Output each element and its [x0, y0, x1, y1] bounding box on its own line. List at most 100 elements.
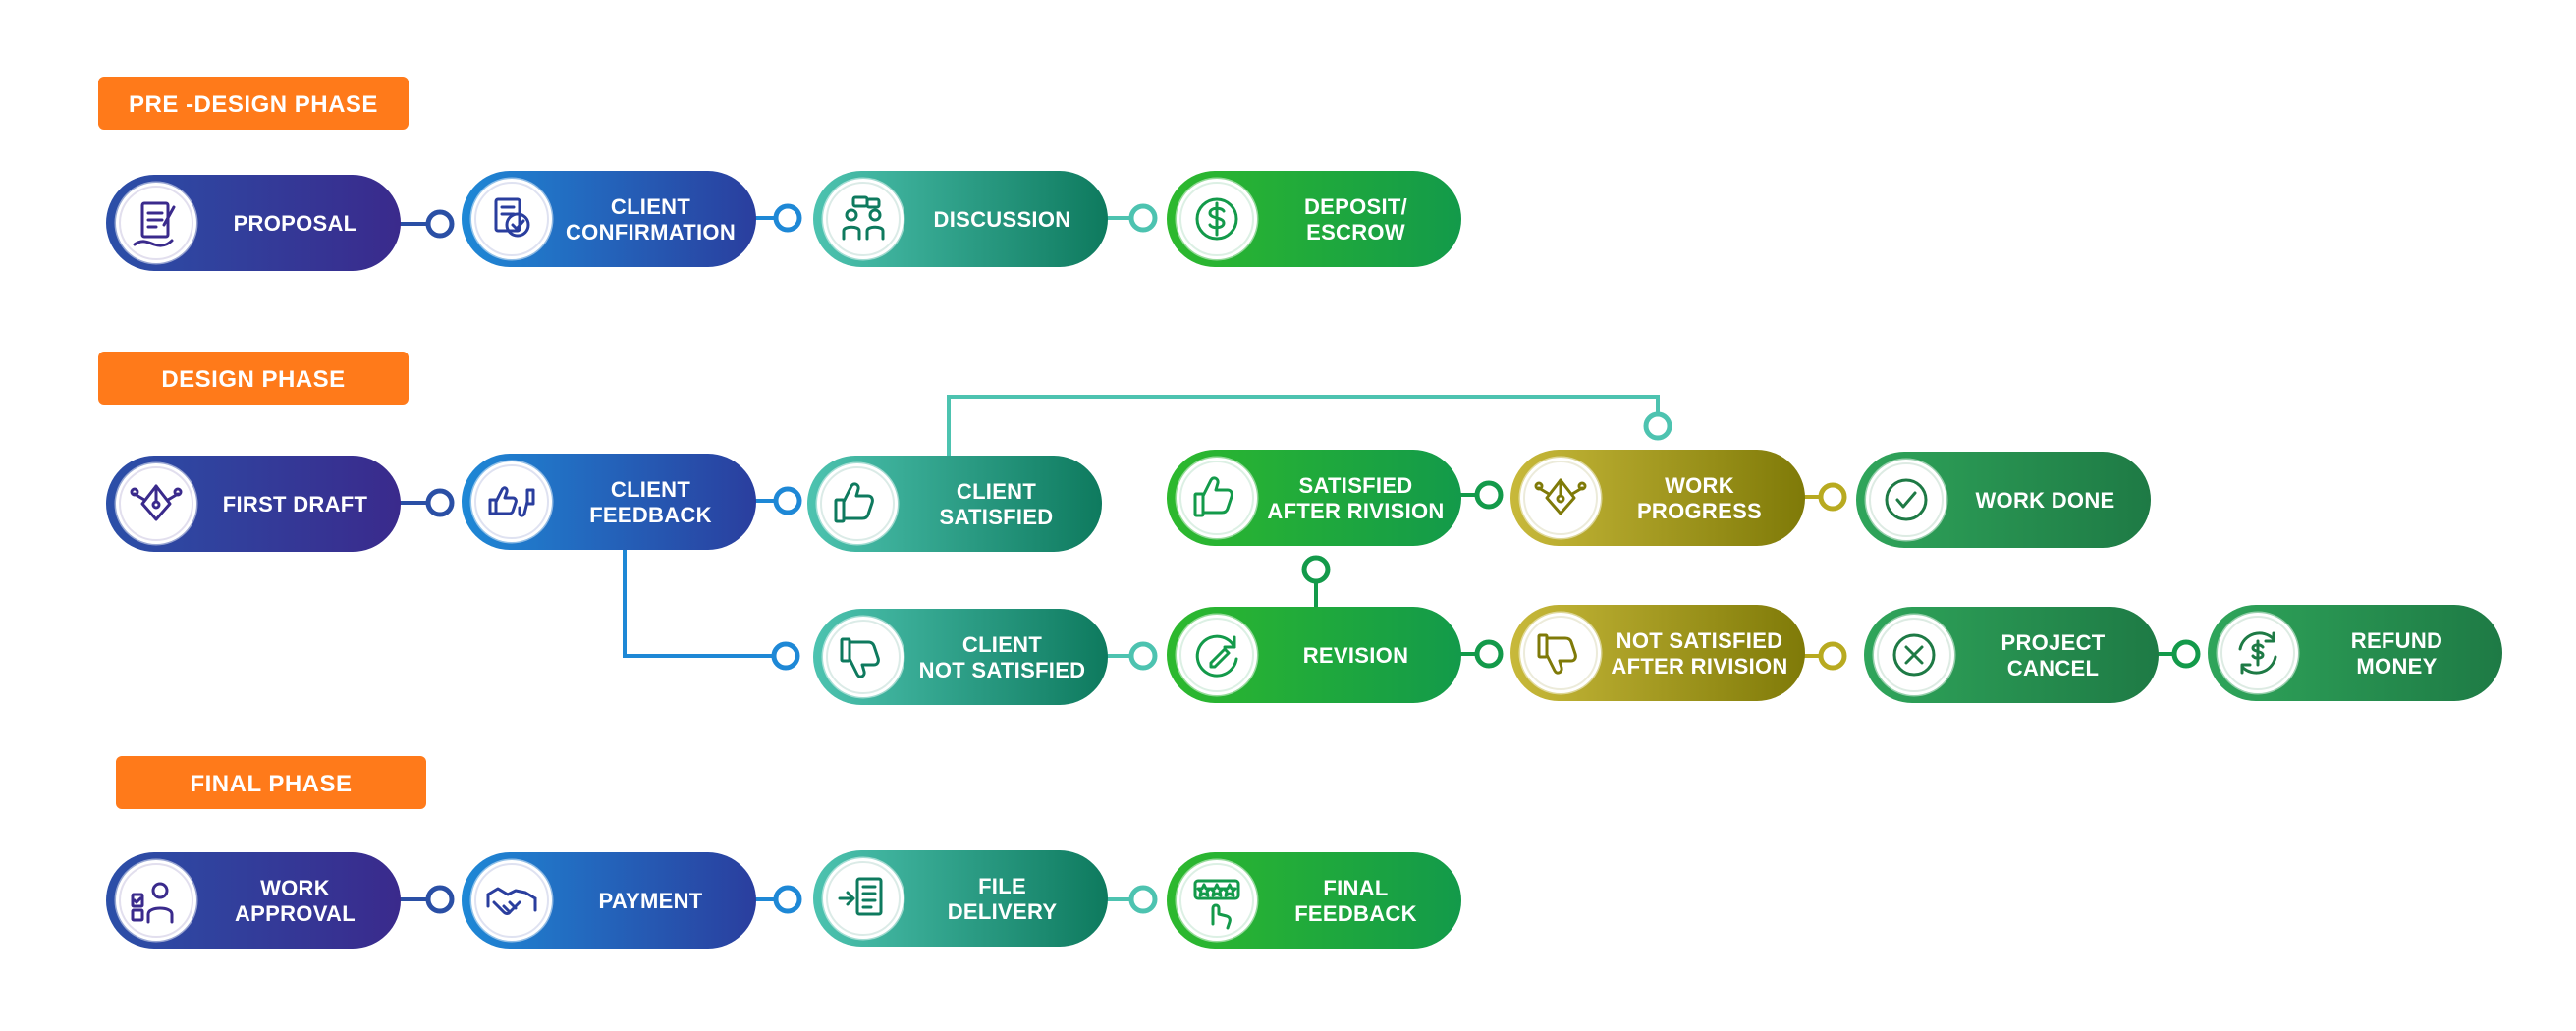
- pen-nib-icon: [1534, 478, 1587, 516]
- connector-node: [2171, 639, 2201, 669]
- step-payment: PAYMENT: [462, 852, 756, 949]
- step-label-line: PROPOSAL: [234, 211, 357, 236]
- approval-person-icon: [131, 882, 174, 924]
- refund-dollar-icon: [2238, 631, 2277, 675]
- step-label-line: FIRST DRAFT: [223, 492, 368, 516]
- icon-badge-ring: [826, 620, 901, 694]
- icon-badge-ring: [119, 466, 193, 541]
- icon-badge-ring: [1869, 462, 1944, 537]
- thumbs-up-icon: [1193, 476, 1233, 517]
- phase-label-text: PRE -DESIGN PHASE: [129, 91, 378, 118]
- step-label-line: DEPOSIT/: [1304, 194, 1407, 219]
- icon-badge-ring: [474, 182, 549, 256]
- phase-label-background: [98, 352, 409, 405]
- step-label-line: DELIVERY: [948, 899, 1058, 924]
- step-label-line: APPROVAL: [235, 901, 356, 926]
- document-check-icon: [494, 197, 530, 238]
- step-label-line: REFUND: [2351, 628, 2442, 653]
- step-deposit-escrow: DEPOSIT/ESCROW: [1167, 171, 1461, 267]
- handshake-icon: [486, 887, 537, 915]
- phase-labels: PRE -DESIGN PHASE DESIGN PHASE FINAL PHASE: [98, 77, 426, 809]
- step-label-line: SATISFIED: [940, 505, 1054, 529]
- step-proposal: PROPOSAL: [106, 175, 401, 271]
- step-label-line: SATISFIED: [1299, 473, 1413, 498]
- connector-node: [425, 885, 455, 914]
- connector-node: [425, 209, 455, 239]
- connector-node: [1643, 411, 1672, 441]
- step-label-line: FILE: [978, 874, 1026, 898]
- thumbs-up-down-icon: [488, 486, 535, 517]
- step-label-line: ESCROW: [1306, 220, 1405, 244]
- connector-node: [773, 885, 802, 914]
- refresh-edit-icon: [1195, 634, 1238, 678]
- connector-node: [1301, 555, 1331, 584]
- thumbs-down-icon: [1537, 633, 1577, 675]
- step-label-line: AFTER RIVISION: [1611, 654, 1787, 678]
- step-label-line: FINAL: [1323, 876, 1388, 900]
- icon-badge-ring: [474, 464, 549, 539]
- cancel-circle-icon: [1892, 633, 1936, 677]
- step-label-line: PROGRESS: [1637, 499, 1762, 523]
- step-label-line: NOT SATISFIED: [919, 658, 1086, 682]
- satisfied-to-progress-line: [947, 395, 1660, 456]
- step-discussion: DISCUSSION: [813, 171, 1108, 267]
- step-label-line: AFTER RIVISION: [1267, 499, 1444, 523]
- icon-badge-ring: [1179, 461, 1254, 535]
- phase-label-2: FINAL PHASE: [116, 756, 426, 809]
- icon-badge-ring: [119, 863, 193, 938]
- connector-node: [1474, 480, 1504, 510]
- connector-node: [1128, 885, 1158, 914]
- step-work-done: WORK DONE: [1856, 452, 2151, 548]
- rating-stars-icon: [1193, 879, 1240, 930]
- step-label-line: CLIENT: [611, 477, 690, 502]
- phase-label-background: [116, 756, 426, 809]
- step-first-draft: FIRST DRAFT: [106, 456, 401, 552]
- connectors: [398, 203, 2201, 914]
- document-signing-icon: [133, 201, 176, 247]
- step-label-line: CLIENT: [962, 632, 1043, 657]
- dollar-coin-icon: [1195, 197, 1238, 241]
- step-label-line: DISCUSSION: [934, 207, 1071, 232]
- connector-node: [771, 641, 800, 671]
- connector-node: [1474, 639, 1504, 669]
- icon-badge-ring: [1523, 461, 1598, 535]
- connector-node: [773, 486, 802, 516]
- thumbs-down-icon: [840, 637, 880, 678]
- step-client-satisfied: CLIENT SATISFIED: [807, 456, 1102, 552]
- phase-label-1: DESIGN PHASE: [98, 352, 409, 405]
- phase-label-text: FINAL PHASE: [190, 771, 352, 797]
- step-revision: REVISION: [1167, 607, 1461, 703]
- step-label-line: WORK: [260, 876, 330, 900]
- step-label-line: FEEDBACK: [1294, 901, 1417, 926]
- check-circle-icon: [1885, 478, 1928, 521]
- icon-badge-ring: [1523, 616, 1598, 690]
- step-label-line: WORK DONE: [1975, 488, 2114, 513]
- step-label-line: FEEDBACK: [589, 503, 712, 527]
- icon-badge-ring: [826, 861, 901, 936]
- step-label-line: CLIENT: [611, 194, 690, 219]
- connector-node: [1128, 203, 1158, 233]
- phase-label-0: PRE -DESIGN PHASE: [98, 77, 409, 130]
- step-label-line: WORK: [1665, 473, 1734, 498]
- connector-node: [1128, 641, 1158, 671]
- icon-badge-ring: [826, 182, 901, 256]
- step-label-line: CLIENT: [957, 479, 1037, 504]
- step-label-line: PAYMENT: [598, 889, 702, 913]
- pen-nib-icon: [130, 484, 183, 521]
- step-label-line: NOT SATISFIED: [1617, 628, 1783, 653]
- icon-badge-ring: [474, 863, 549, 938]
- phase-label-background: [98, 77, 409, 130]
- thumbs-up-icon: [834, 482, 874, 523]
- feedback-to-not-satisfied-line: [623, 550, 786, 658]
- connector-node: [1818, 641, 1847, 671]
